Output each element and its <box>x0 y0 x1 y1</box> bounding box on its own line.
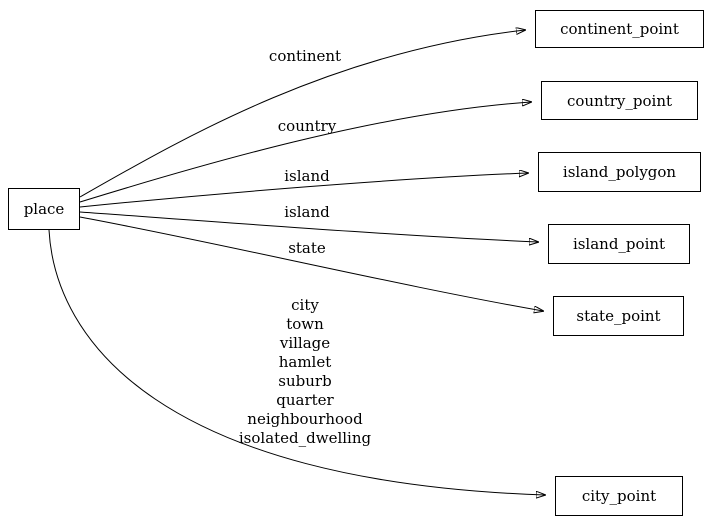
edge-label-state-point: state <box>288 239 326 257</box>
edge-label-country: country <box>277 117 337 135</box>
edge-label-island-point: island <box>284 203 330 221</box>
node-place: place <box>8 188 80 230</box>
edge-island-point <box>79 211 538 242</box>
edge-city-point <box>48 229 545 495</box>
edge-label-island-polygon: island <box>284 167 330 185</box>
edge-island-polygon <box>79 173 528 208</box>
edge-continent <box>79 30 525 198</box>
edge-state-point <box>79 216 543 311</box>
node-country-point: country_point <box>541 81 698 120</box>
node-continent-point: continent_point <box>535 10 704 48</box>
edge-country <box>79 102 531 203</box>
node-city-point: city_point <box>555 476 683 516</box>
node-island-point: island_point <box>548 224 690 264</box>
edge-label-continent: continent <box>268 47 342 65</box>
edge-label-city-point: city town village hamlet suburb quarter … <box>238 296 372 447</box>
node-state-point: state_point <box>553 296 684 336</box>
node-island-polygon: island_polygon <box>538 152 701 192</box>
